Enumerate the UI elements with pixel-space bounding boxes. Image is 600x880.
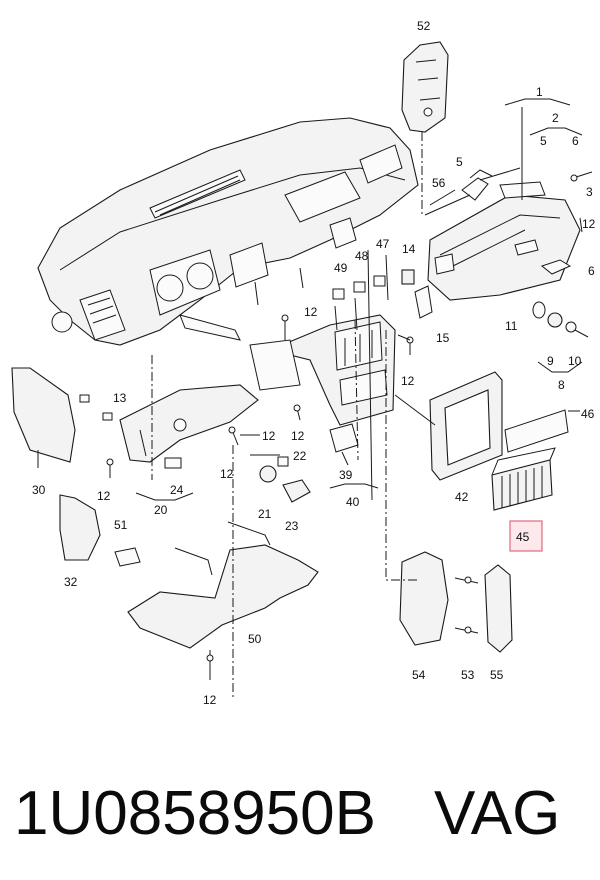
label-32: 32 bbox=[64, 575, 78, 589]
brand-name: VAG bbox=[434, 779, 561, 848]
part-53-screws bbox=[454, 576, 479, 634]
label-39: 39 bbox=[339, 468, 353, 482]
label-21: 21 bbox=[258, 507, 272, 521]
leader-lines bbox=[135, 98, 583, 700]
label-23: 23 bbox=[285, 519, 299, 533]
label-5-top: 5 bbox=[540, 134, 547, 148]
label-12-right: 12 bbox=[582, 217, 596, 231]
label-12-e: 12 bbox=[291, 429, 305, 443]
parts-21-24-small bbox=[164, 456, 311, 503]
part-42-frame bbox=[429, 371, 503, 481]
exploded-parts-diagram: 52 1 2 5 6 5 3 56 12 6 47 48 49 14 12 15… bbox=[11, 19, 596, 707]
label-12-c: 12 bbox=[401, 374, 415, 388]
label-42: 42 bbox=[455, 490, 469, 504]
label-40: 40 bbox=[346, 495, 360, 509]
label-53: 53 bbox=[461, 668, 475, 682]
label-12-f: 12 bbox=[220, 467, 234, 481]
label-52: 52 bbox=[417, 19, 431, 33]
label-8: 8 bbox=[558, 378, 565, 392]
part-number: 1U0858950B bbox=[14, 779, 376, 848]
part-30-side-panel bbox=[11, 367, 76, 468]
label-15: 15 bbox=[436, 331, 450, 345]
label-5: 5 bbox=[456, 155, 463, 169]
part-39-bracket bbox=[329, 423, 359, 466]
part-5-hinge bbox=[424, 167, 521, 216]
part-50-floor-cover bbox=[127, 521, 319, 649]
part-labels: 52 1 2 5 6 5 3 56 12 6 47 48 49 14 12 15… bbox=[32, 19, 596, 707]
part-52-bracket bbox=[401, 41, 449, 215]
part-13-clip bbox=[79, 394, 113, 421]
part-45-tray bbox=[491, 447, 556, 552]
label-47: 47 bbox=[376, 237, 390, 251]
screws-12 bbox=[106, 217, 583, 680]
label-12-g: 12 bbox=[97, 489, 111, 503]
part-46-cover bbox=[504, 409, 580, 453]
label-13: 13 bbox=[113, 391, 127, 405]
label-1: 1 bbox=[536, 85, 543, 99]
label-12-b: 12 bbox=[304, 305, 318, 319]
label-22: 22 bbox=[293, 449, 307, 463]
label-3: 3 bbox=[586, 185, 593, 199]
dashboard-body bbox=[37, 117, 419, 346]
label-2: 2 bbox=[552, 111, 559, 125]
label-48: 48 bbox=[355, 249, 369, 263]
part-1-glovebox bbox=[427, 181, 581, 301]
label-12-h: 12 bbox=[203, 693, 217, 707]
label-51: 51 bbox=[114, 518, 128, 532]
label-54: 54 bbox=[412, 668, 426, 682]
label-24: 24 bbox=[170, 483, 184, 497]
label-6-top: 6 bbox=[572, 134, 579, 148]
part-51-clip bbox=[114, 547, 141, 567]
label-49: 49 bbox=[334, 261, 348, 275]
label-12-d: 12 bbox=[262, 429, 276, 443]
label-14: 14 bbox=[402, 242, 416, 256]
label-10: 10 bbox=[568, 354, 582, 368]
part-14-15-switch bbox=[401, 269, 433, 319]
parts-47-49-switches bbox=[332, 275, 386, 300]
part-54-kneebar bbox=[399, 551, 449, 646]
label-30: 30 bbox=[32, 483, 46, 497]
part-55-trim bbox=[484, 564, 513, 653]
label-55: 55 bbox=[490, 668, 504, 682]
part-6-latch bbox=[540, 259, 572, 275]
part-9-10-11-lock bbox=[532, 301, 589, 338]
label-46: 46 bbox=[581, 407, 595, 421]
part-3-screw bbox=[570, 171, 593, 182]
footer: 1U0858950B VAG bbox=[0, 770, 600, 870]
part-40-centre-console bbox=[249, 314, 396, 426]
label-9: 9 bbox=[547, 354, 554, 368]
part-20-lower-panel bbox=[119, 384, 259, 463]
label-11: 11 bbox=[505, 319, 518, 333]
label-20: 20 bbox=[154, 503, 168, 517]
part-32-end-cap bbox=[59, 494, 101, 561]
label-50: 50 bbox=[248, 632, 262, 646]
label-45: 45 bbox=[516, 530, 530, 544]
label-56: 56 bbox=[432, 176, 446, 190]
label-6-mid: 6 bbox=[588, 264, 595, 278]
